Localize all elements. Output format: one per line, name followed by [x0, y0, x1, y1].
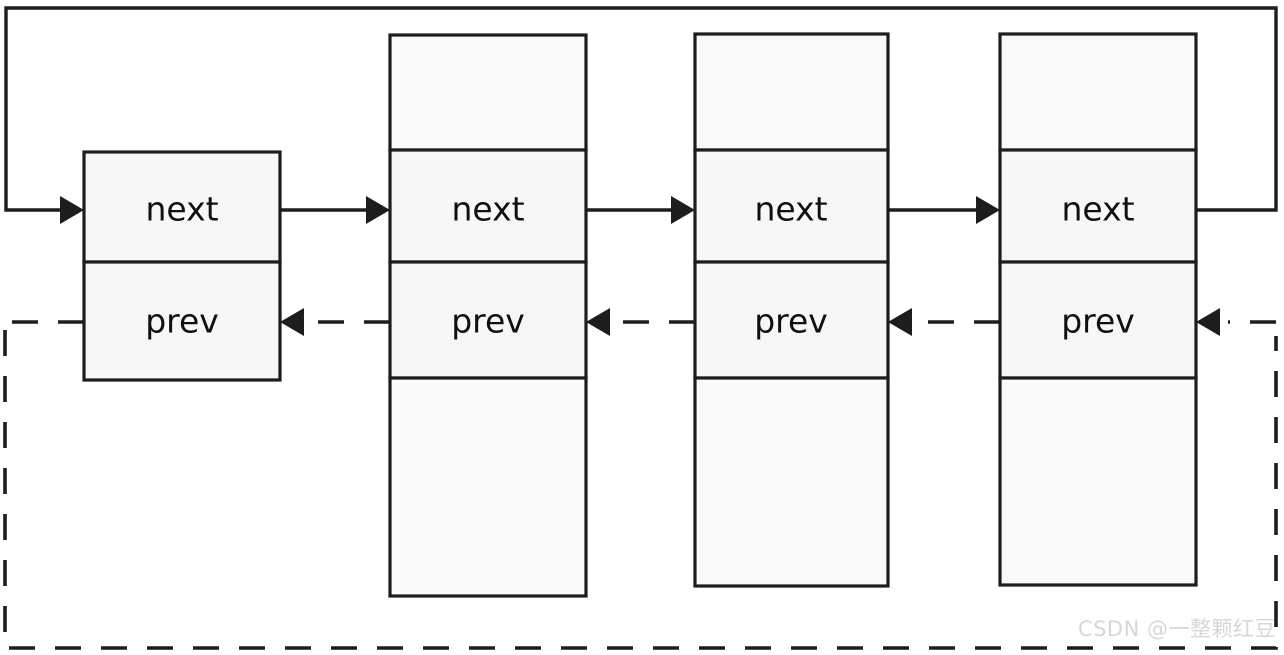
list-node-2[interactable]: next prev	[388, 33, 588, 598]
prev-link-3-2	[586, 308, 695, 336]
next-link-1-2	[280, 196, 390, 224]
node-4-prev-label: prev	[1061, 302, 1135, 341]
next-arrowhead	[366, 196, 390, 224]
node-4-next-cell[interactable]	[998, 148, 1198, 264]
node-3-next-label: next	[754, 190, 827, 229]
node-3-data-cell-top[interactable]	[693, 32, 890, 152]
node-1-prev-cell[interactable]	[82, 260, 282, 382]
list-node-1[interactable]: next prev	[82, 150, 282, 382]
prev-link-4-3	[888, 308, 1000, 336]
node-2-next-label: next	[451, 190, 524, 229]
prev-arrowhead	[280, 308, 304, 336]
next-link-2-3	[586, 196, 695, 224]
next-wrap-arrowhead	[60, 196, 84, 224]
node-2-data-cell-top[interactable]	[388, 33, 588, 152]
node-4-next-label: next	[1061, 190, 1134, 229]
node-2-data-cell-bottom[interactable]	[388, 376, 588, 598]
node-4-data-cell-bottom[interactable]	[998, 376, 1198, 587]
next-arrowhead	[976, 196, 1000, 224]
node-3-prev-label: prev	[754, 302, 828, 341]
prev-arrowhead	[888, 308, 912, 336]
node-3-next-cell[interactable]	[693, 148, 890, 264]
csdn-watermark: CSDN @一整颗红豆	[1077, 617, 1276, 641]
node-4-data-cell-top[interactable]	[998, 32, 1198, 152]
next-arrowhead	[671, 196, 695, 224]
list-node-3[interactable]: next prev	[693, 32, 890, 588]
node-1-prev-label: prev	[145, 302, 219, 341]
prev-wrap-link	[3, 308, 1278, 650]
prev-arrowhead	[586, 308, 610, 336]
node-2-prev-cell[interactable]	[388, 260, 588, 380]
node-1-next-label: next	[145, 190, 218, 229]
node-2-prev-label: prev	[451, 302, 525, 341]
node-2-next-cell[interactable]	[388, 148, 588, 264]
prev-wrap-arrowhead	[1196, 308, 1220, 336]
next-link-3-4	[888, 196, 1000, 224]
node-3-data-cell-bottom[interactable]	[693, 376, 890, 588]
next-wrap-link	[4, 6, 1278, 224]
node-4-prev-cell[interactable]	[998, 260, 1198, 380]
prev-link-2-1	[280, 308, 390, 336]
node-3-prev-cell[interactable]	[693, 260, 890, 380]
list-node-4[interactable]: next prev	[998, 32, 1198, 587]
